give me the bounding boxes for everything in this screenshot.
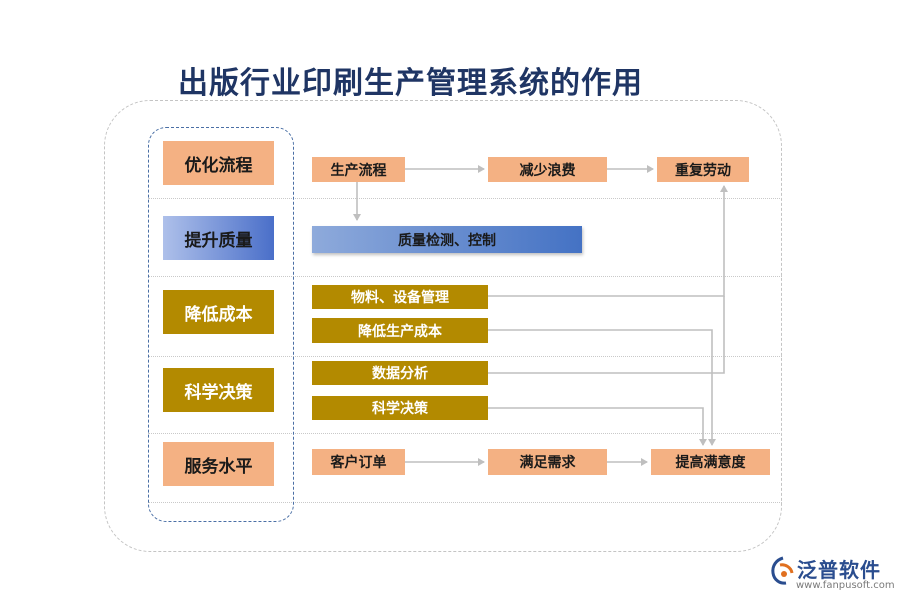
node-material-equipment: 物料、设备管理 bbox=[312, 285, 488, 309]
node-repeat-labor: 重复劳动 bbox=[657, 157, 749, 182]
page-title: 出版行业印刷生产管理系统的作用 bbox=[178, 66, 643, 101]
node-scientific-decision: 科学决策 bbox=[312, 396, 488, 420]
node-customer-order: 客户订单 bbox=[312, 449, 405, 475]
node-quality-control: 质量检测、控制 bbox=[312, 226, 582, 253]
node-data-analysis: 数据分析 bbox=[312, 361, 488, 385]
category-service-level: 服务水平 bbox=[163, 442, 274, 486]
logo-url: www.fanpusoft.com bbox=[796, 580, 895, 591]
node-improve-satisfaction: 提高满意度 bbox=[651, 449, 770, 475]
row-separator bbox=[148, 198, 782, 199]
node-meet-demand: 满足需求 bbox=[488, 449, 607, 475]
category-column-frame bbox=[148, 127, 294, 522]
node-reduce-production-cost: 降低生产成本 bbox=[312, 318, 488, 343]
fanpu-logo-icon bbox=[771, 556, 794, 585]
category-scientific-decision: 科学决策 bbox=[163, 368, 274, 412]
arrow-cost-to-satisfaction bbox=[488, 329, 716, 446]
row-separator bbox=[148, 502, 782, 503]
node-reduce-waste: 减少浪费 bbox=[488, 157, 607, 182]
row-separator bbox=[148, 276, 782, 277]
category-improve-quality: 提升质量 bbox=[163, 216, 274, 260]
row-separator bbox=[148, 356, 782, 357]
line-analysis-to-labor bbox=[488, 296, 725, 374]
logo-name: 泛普软件 bbox=[797, 558, 881, 582]
node-production-flow: 生产流程 bbox=[312, 157, 405, 182]
arrow-decision-to-satisfaction bbox=[488, 407, 707, 446]
category-optimize-process: 优化流程 bbox=[163, 141, 274, 185]
outer-frame bbox=[104, 100, 782, 552]
category-reduce-cost: 降低成本 bbox=[163, 290, 274, 334]
row-separator bbox=[148, 433, 782, 434]
